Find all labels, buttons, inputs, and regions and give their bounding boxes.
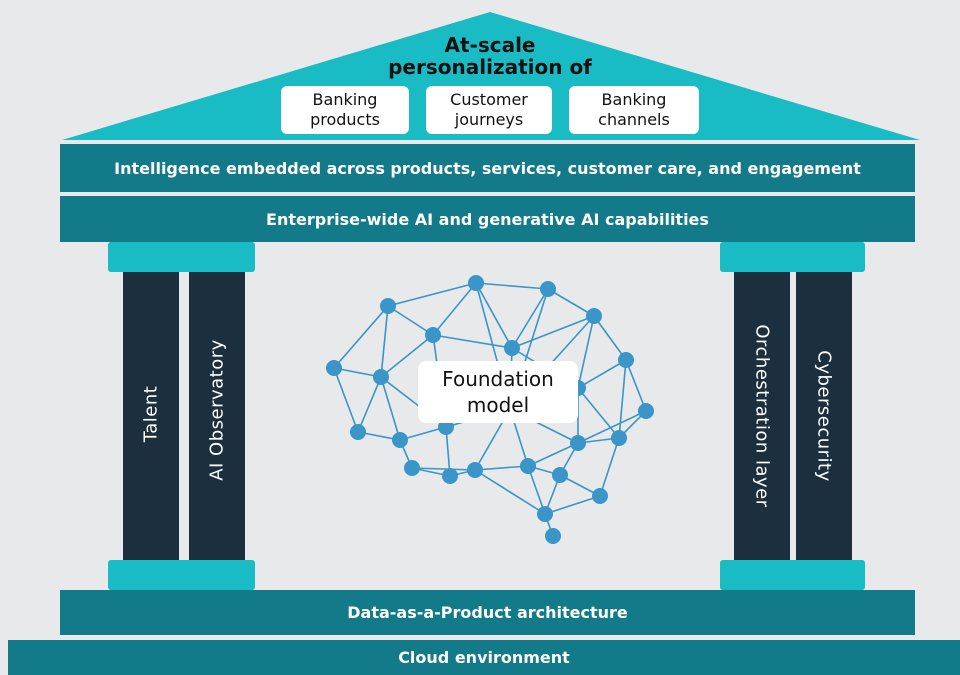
roof-box-line1: Customer: [450, 90, 528, 109]
network-edge: [333, 305, 389, 369]
network-node: [638, 403, 654, 419]
network-edge: [474, 465, 529, 471]
pillar-cap-bottom-right: [720, 560, 865, 590]
network-edge: [511, 288, 549, 349]
network-node: [520, 458, 536, 474]
network-node: [468, 275, 484, 291]
network-edge: [599, 437, 620, 497]
network-node: [586, 308, 602, 324]
network-node: [392, 432, 408, 448]
network-edge: [380, 376, 401, 441]
network-edge: [445, 426, 451, 477]
network-edge: [411, 467, 476, 471]
network-node: [467, 462, 483, 478]
network-edge: [511, 315, 595, 349]
network-node: [425, 327, 441, 343]
network-edge: [387, 282, 477, 307]
network-edge: [577, 410, 647, 444]
pillar-ai-observatory: [189, 272, 245, 562]
network-edge: [387, 305, 434, 336]
network-node: [438, 419, 454, 435]
network-node: [618, 352, 634, 368]
network-node: [540, 281, 556, 297]
network-edge: [432, 334, 513, 349]
pillar-cap-top-right: [720, 242, 865, 272]
band-intelligence: Intelligence embedded across products, s…: [60, 144, 915, 192]
network-edge: [547, 288, 595, 317]
band-enterprise: Enterprise-wide AI and generative AI cap…: [60, 196, 915, 242]
network-edge: [527, 442, 579, 467]
foundation-model-box: Foundation model: [418, 361, 578, 423]
pillar-cybersecurity: [796, 272, 852, 562]
network-node: [592, 488, 608, 504]
roof-title-line2: personalization of: [388, 55, 592, 79]
network-node: [570, 435, 586, 451]
pillar-cap-bottom-left: [108, 560, 255, 590]
network-edge: [577, 359, 627, 389]
roof: [62, 12, 920, 140]
network-node: [537, 506, 553, 522]
network-edge: [333, 367, 359, 433]
network-edge: [544, 495, 601, 515]
roof-box-line2: products: [310, 110, 380, 129]
roof-box-banking-products: Banking products: [281, 86, 409, 134]
network-edge: [380, 305, 389, 378]
roof-box-line2: channels: [598, 110, 670, 129]
roof-box-line1: Banking: [312, 90, 378, 109]
network-edge: [475, 282, 513, 349]
network-node: [504, 340, 520, 356]
network-node: [326, 360, 342, 376]
band-cloud-environment: Cloud environment: [8, 640, 960, 675]
network-edge: [475, 282, 549, 290]
network-node: [442, 468, 458, 484]
network-edge: [527, 465, 546, 515]
network-edge: [357, 376, 382, 433]
network-node: [350, 424, 366, 440]
roof-box-banking-channels: Banking channels: [569, 86, 699, 134]
pillar-talent: [123, 272, 179, 562]
network-edge: [618, 359, 627, 439]
roof-title: At-scale personalization of: [330, 34, 650, 78]
foundation-model-line1: Foundation: [442, 367, 554, 391]
network-node: [373, 369, 389, 385]
roof-box-line2: journeys: [454, 110, 524, 129]
network-node: [552, 467, 568, 483]
network-edge: [474, 469, 546, 515]
network-node: [404, 460, 420, 476]
network-edge: [380, 334, 434, 378]
band-data-architecture: Data-as-a-Product architecture: [60, 590, 915, 635]
pillar-cap-top-left: [108, 242, 255, 272]
network-edge: [432, 282, 477, 336]
roof-box-line1: Banking: [601, 90, 667, 109]
network-edge: [593, 315, 627, 361]
roof-box-customer-journeys: Customer journeys: [426, 86, 552, 134]
roof-title-line1: At-scale: [444, 33, 536, 57]
network-node: [380, 298, 396, 314]
network-node: [611, 430, 627, 446]
network-node: [545, 528, 561, 544]
network-edge: [577, 315, 595, 389]
network-edge: [625, 359, 647, 412]
foundation-model-line2: model: [466, 393, 530, 417]
network-edge: [577, 387, 620, 439]
pillar-orchestration: [734, 272, 790, 562]
